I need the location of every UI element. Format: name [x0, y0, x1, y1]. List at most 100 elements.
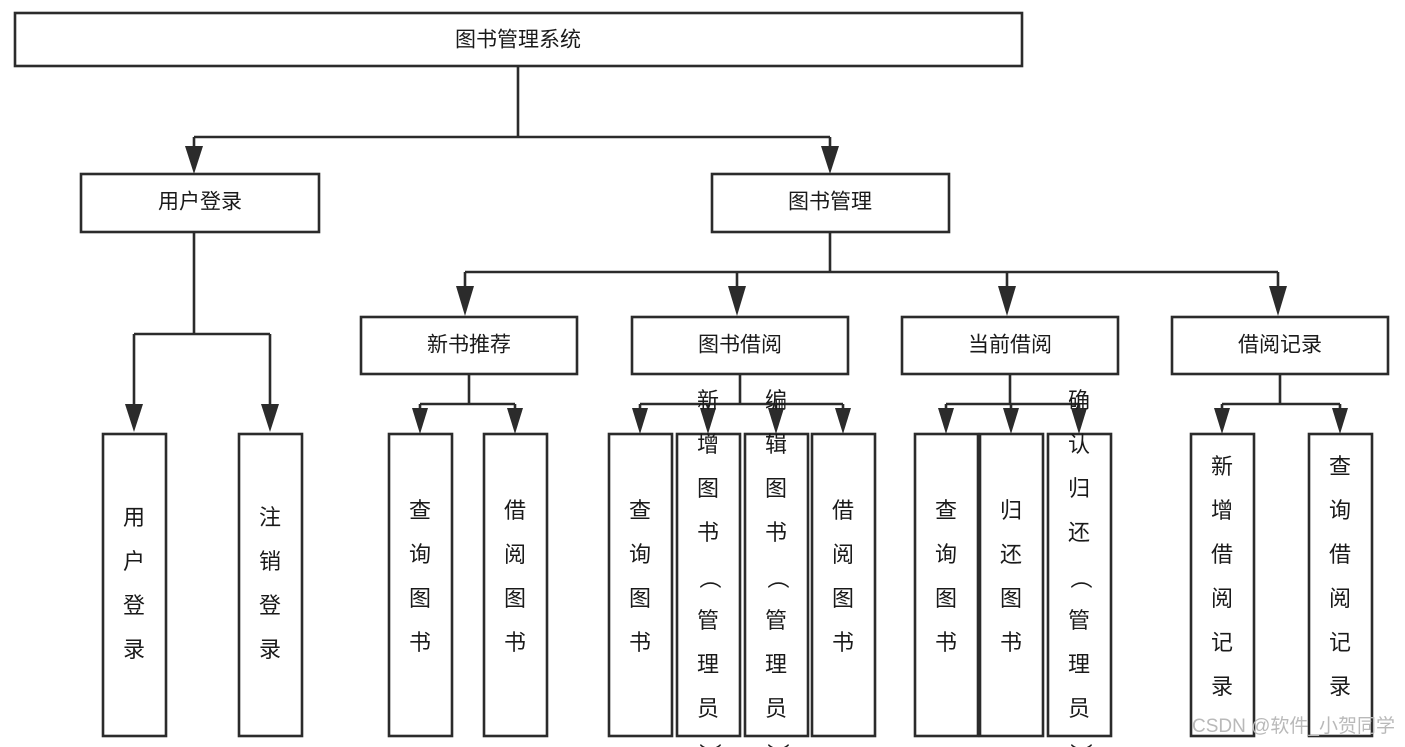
- node-leaf-borrow-book-2-box[interactable]: [810, 432, 877, 738]
- vertical-label-char: 理: [765, 652, 787, 677]
- node-book-borrow-box[interactable]: [630, 315, 850, 376]
- vertical-label-char: 查: [409, 498, 431, 523]
- vertical-label-char: 管: [765, 608, 787, 633]
- vertical-label-char: 图: [1000, 586, 1022, 611]
- node-new-book-rec-box[interactable]: [359, 315, 579, 376]
- node-leaf-query-record-box[interactable]: [1307, 432, 1374, 738]
- vertical-label-char: 图: [629, 586, 651, 611]
- vertical-label-char: （: [697, 567, 722, 589]
- arrow-head-leaf-add-book: [700, 408, 716, 434]
- csdn-watermark: CSDN @软件_小贺同学: [1192, 715, 1395, 737]
- vertical-label-char: 阅: [1329, 586, 1351, 611]
- vertical-label-char: 新: [697, 388, 719, 413]
- node-leaf-add-record-box[interactable]: [1189, 432, 1256, 738]
- vertical-label-char: ）: [765, 743, 790, 747]
- node-leaf-query-book-2-box[interactable]: [607, 432, 674, 738]
- node-user-login-box[interactable]: [79, 172, 321, 234]
- arrow-head-leaf-query-book-1: [412, 408, 428, 434]
- node-current-borrow[interactable]: 当前借阅: [900, 315, 1120, 376]
- node-leaf-user-login-box[interactable]: [101, 432, 168, 738]
- arrow-head-leaf-user-login: [125, 404, 143, 432]
- vertical-label-char: 注: [259, 505, 281, 530]
- vertical-label-char: 管: [1068, 608, 1090, 633]
- vertical-label-char: 录: [1329, 674, 1351, 699]
- vertical-label-char: 用: [123, 505, 145, 530]
- vertical-label-char: 询: [409, 542, 431, 567]
- arrow-head-leaf-confirm-return: [1071, 408, 1087, 434]
- node-leaf-query-book-3-box[interactable]: [913, 432, 980, 738]
- vertical-label-char: 员: [697, 696, 719, 721]
- vertical-label-char: 书: [629, 630, 651, 655]
- arrow-head-leaf-query-book-2: [632, 408, 648, 434]
- vertical-label-char: 询: [1329, 498, 1351, 523]
- vertical-label-char: 图: [697, 476, 719, 501]
- vertical-label-char: 登: [259, 593, 281, 618]
- node-leaf-edit-book-box[interactable]: [743, 432, 810, 738]
- vertical-label-char: 书: [1000, 630, 1022, 655]
- vertical-label-char: 认: [1068, 432, 1090, 457]
- vertical-label-char: 图: [504, 586, 526, 611]
- node-leaf-confirm-return-box[interactable]: [1046, 432, 1113, 738]
- vertical-label-char: 借: [1329, 542, 1351, 567]
- vertical-label-char: 管: [697, 608, 719, 633]
- node-leaf-user-login[interactable]: 用户登录: [101, 432, 168, 738]
- vertical-label-char: 查: [935, 498, 957, 523]
- vertical-label-char: 书: [697, 520, 719, 545]
- node-new-book-rec[interactable]: 新书推荐: [359, 315, 579, 376]
- vertical-label-char: 记: [1211, 630, 1233, 655]
- node-user-login[interactable]: 用户登录: [79, 172, 321, 234]
- vertical-label-char: 书: [409, 630, 431, 655]
- vertical-label-char: 员: [765, 696, 787, 721]
- vertical-label-char: 书: [832, 630, 854, 655]
- node-borrow-record-box[interactable]: [1170, 315, 1390, 376]
- node-root[interactable]: 图书管理系统: [13, 11, 1024, 68]
- arrow-head-leaf-return-book: [1003, 408, 1019, 434]
- arrow-head-book-manage: [821, 146, 839, 174]
- arrow-head-new-book-rec: [456, 286, 474, 316]
- vertical-label-char: 书: [935, 630, 957, 655]
- node-leaf-return-book-box[interactable]: [978, 432, 1045, 738]
- node-book-manage-box[interactable]: [710, 172, 951, 234]
- vertical-label-char: 图: [765, 476, 787, 501]
- node-book-manage[interactable]: 图书管理: [710, 172, 951, 234]
- node-leaf-user-login-label: 用户登录: [123, 505, 145, 662]
- vertical-label-char: 确: [1068, 388, 1090, 413]
- node-current-borrow-box[interactable]: [900, 315, 1120, 376]
- vertical-label-char: 借: [504, 498, 526, 523]
- arrow-head-leaf-borrow-book-2: [835, 408, 851, 434]
- node-book-borrow[interactable]: 图书借阅: [630, 315, 850, 376]
- node-root-box[interactable]: [13, 11, 1024, 68]
- node-borrow-record[interactable]: 借阅记录: [1170, 315, 1390, 376]
- node-leaf-add-book-box[interactable]: [675, 432, 742, 738]
- node-leaf-query-book-1-box[interactable]: [387, 432, 454, 738]
- vertical-label-char: 询: [935, 542, 957, 567]
- node-leaf-borrow-book-1-box[interactable]: [482, 432, 549, 738]
- vertical-label-char: 录: [123, 637, 145, 662]
- node-user-login-label: 用户登录: [158, 191, 242, 214]
- vertical-label-char: 编: [765, 388, 787, 413]
- arrow-head-leaf-edit-book: [768, 408, 784, 434]
- node-root-label: 图书管理系统: [455, 29, 581, 52]
- node-leaf-user-logout-box[interactable]: [237, 432, 304, 738]
- vertical-label-char: 图: [409, 586, 431, 611]
- vertical-label-char: 阅: [832, 542, 854, 567]
